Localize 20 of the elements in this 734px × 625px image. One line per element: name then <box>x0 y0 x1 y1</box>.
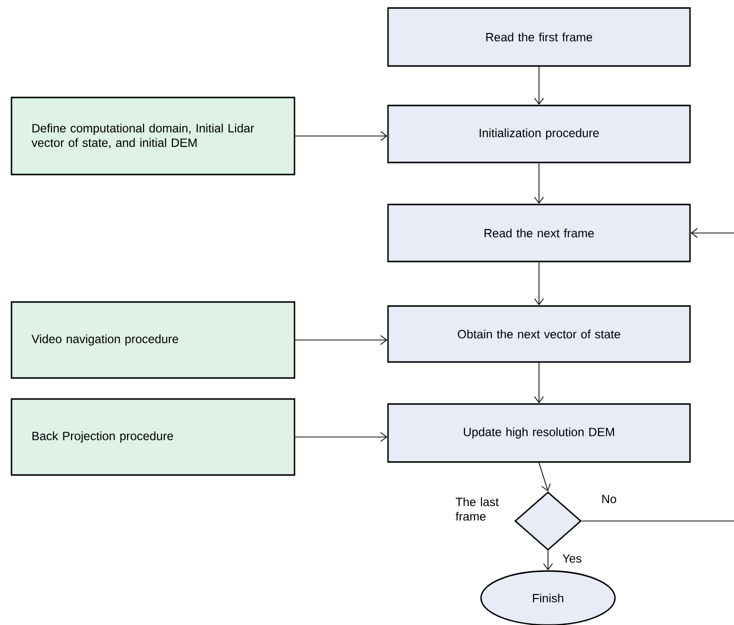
arrow <box>294 131 388 141</box>
process-box: Initialization procedure <box>387 104 691 164</box>
edge-label: Yes <box>561 553 583 564</box>
arrow <box>534 162 544 204</box>
arrow <box>534 66 544 105</box>
arrow <box>581 228 734 522</box>
arrow <box>534 262 544 306</box>
input-box: Video navigation procedure <box>10 301 296 379</box>
process-box: Update high resolution DEM <box>387 403 691 463</box>
process-box: Read the next frame <box>387 204 691 262</box>
process-box: Read the first frame <box>387 7 691 67</box>
process-box: Obtain the next vector of state <box>387 305 691 363</box>
arrow <box>534 362 544 404</box>
arrow <box>538 462 551 492</box>
input-box: Define computational domain, Initial Lidar vector of state, and initial DEM <box>10 96 296 176</box>
node-label: The last frame <box>456 497 499 521</box>
arrow <box>294 335 388 345</box>
arrow <box>294 432 388 442</box>
input-box: Back Projection procedure <box>10 398 296 476</box>
arrow <box>543 550 553 570</box>
